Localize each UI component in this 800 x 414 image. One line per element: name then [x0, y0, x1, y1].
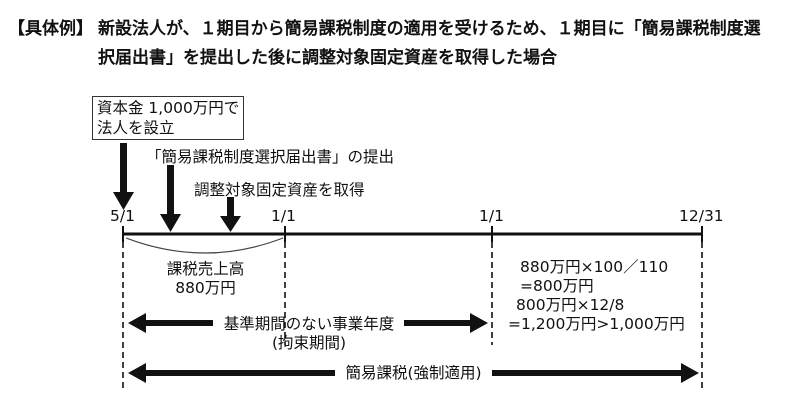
notification-down-arrow [160, 165, 181, 232]
example-tag: 【具体例】 [8, 19, 93, 39]
establishment-box: 資本金 1,000万円で 法人を設立 [92, 96, 245, 140]
calc-line-1: 880万円×100／110 [520, 258, 669, 276]
sales-label: 課税売上高 [166, 260, 245, 278]
simplified-tax-label: 簡易課税(強制適用) [345, 364, 482, 382]
no-base-period-arrow [128, 313, 488, 333]
date-label-second-year-start: 1/1 [479, 207, 504, 225]
establish-down-arrow [113, 143, 134, 210]
date-label-end: 12/31 [679, 207, 724, 225]
establishment-line-1: 資本金 1,000万円で [97, 99, 240, 117]
header-line-2: 択届出書」を提出した後に調整対象固定資産を取得した場合 [98, 48, 557, 68]
sales-amount: 880万円 [175, 279, 236, 297]
simplified-tax-arrow [128, 363, 699, 383]
date-label-first-year-end: 1/1 [271, 207, 296, 225]
header-line-1: 新設法人が、１期目から簡易課税制度の適用を受けるため、１期目に「簡易課税制度選 [98, 19, 761, 39]
acquisition-down-arrow [220, 197, 241, 232]
first-period-brace [125, 237, 284, 254]
calc-line-2: =800万円 [520, 277, 594, 295]
calc-line-3: 800万円×12/8 [516, 296, 625, 314]
date-label-start: 5/1 [110, 207, 135, 225]
no-base-period-label: 基準期間のない事業年度 [223, 315, 395, 333]
notification-label: 「簡易課税制度選択届出書」の提出 [146, 148, 395, 166]
acquisition-label: 調整対象固定資産を取得 [194, 181, 365, 199]
establishment-line-2: 法人を設立 [97, 119, 175, 137]
no-base-period-sub-label: (拘束期間) [271, 334, 347, 352]
calc-line-4: =1,200万円>1,000万円 [508, 315, 685, 333]
